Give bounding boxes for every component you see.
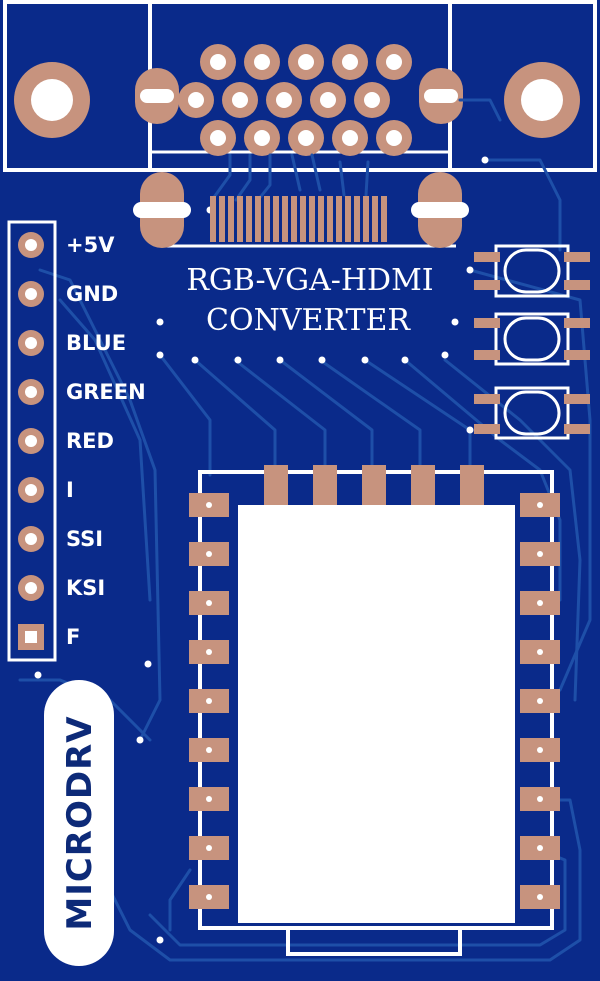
hdmi-mount-pad-left (133, 172, 191, 248)
pin-label-5v: +5V (66, 233, 115, 257)
vga-pin (354, 82, 390, 118)
vga-pin (200, 120, 236, 156)
module-right-pads (520, 493, 560, 909)
pin-label-ssi: SSI (66, 527, 103, 551)
vga-pin (332, 120, 368, 156)
vga-connector (3, 0, 597, 172)
header-pin (18, 575, 44, 601)
vga-pin (288, 44, 324, 80)
pin-label-blue: BLUE (66, 331, 126, 355)
push-buttons (474, 244, 590, 440)
vga-pin (244, 120, 280, 156)
vga-pin (376, 120, 412, 156)
brand-badge: MICRODRV (44, 680, 114, 966)
header-pin (18, 428, 44, 454)
hdmi-mount-pad-right (411, 172, 469, 248)
header-pin (18, 477, 44, 503)
module-top-pads (264, 465, 484, 505)
vga-pin (244, 44, 280, 80)
header-pin (18, 379, 44, 405)
module-left-pads (189, 493, 229, 909)
vga-pin (178, 82, 214, 118)
esp-module (189, 465, 560, 956)
board-title-line2: CONVERTER (206, 303, 411, 338)
vga-pin (376, 44, 412, 80)
pin-header (7, 220, 57, 662)
vga-pin (222, 82, 258, 118)
hdmi-pad-row (210, 196, 387, 242)
header-pin (18, 232, 44, 258)
board-title-line1: RGB-VGA-HDMI (186, 263, 433, 298)
vga-pin (288, 120, 324, 156)
pin-label-gnd: GND (66, 282, 118, 306)
header-pin (18, 526, 44, 552)
pin-label-red: RED (66, 429, 114, 453)
hdmi-connector (133, 172, 469, 248)
push-button-3[interactable] (474, 386, 590, 440)
vga-pin (310, 82, 346, 118)
push-button-2[interactable] (474, 312, 590, 366)
push-button-1[interactable] (474, 244, 590, 298)
header-pin (18, 281, 44, 307)
connector-side-pad-left (135, 68, 179, 124)
vga-pin (332, 44, 368, 80)
vga-pin (200, 44, 236, 80)
brand-label: MICRODRV (60, 715, 100, 930)
pin-label-green: GREEN (66, 380, 146, 404)
pin-labels: +5V GND BLUE GREEN RED I SSI KSI F (66, 233, 146, 649)
vga-pin (266, 82, 302, 118)
header-pin (18, 330, 44, 356)
module-shield (238, 505, 515, 923)
pin-label-f: F (66, 625, 80, 649)
pin-label-i: I (66, 478, 74, 502)
connector-side-pad-right (419, 68, 463, 124)
pin-label-ksi: KSI (66, 576, 105, 600)
vga-pins (178, 44, 412, 156)
header-pin-square (18, 624, 44, 650)
